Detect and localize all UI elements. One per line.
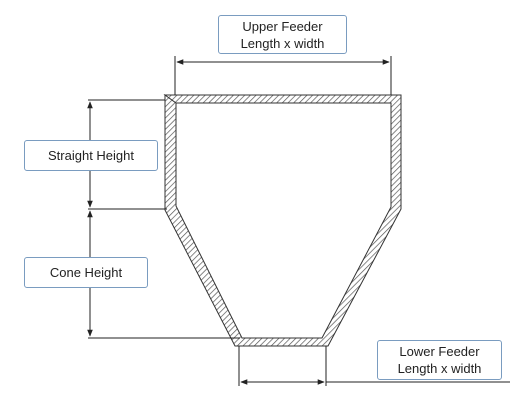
upper-feeder-label: Upper Feeder Length x width [218,15,347,54]
straight-height-label-text: Straight Height [48,148,134,163]
cone-height-label: Cone Height [24,257,148,288]
upper-feeder-label-line2: Length x width [240,35,325,51]
cone-height-label-text: Cone Height [49,265,123,280]
straight-height-label: Straight Height [24,140,158,171]
lower-feeder-label-line1: Lower Feeder [399,344,480,359]
lower-feeder-label: Lower Feeder Length x width [377,340,502,380]
hopper-wall [163,94,402,347]
upper-feeder-label-line1: Upper Feeder [242,18,323,34]
lower-feeder-label-line2: Length x width [397,361,482,376]
